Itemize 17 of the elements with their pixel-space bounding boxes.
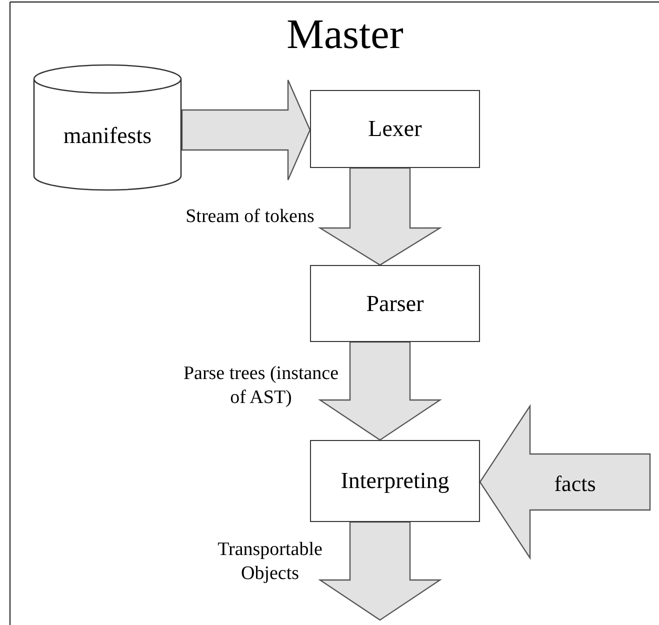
block-arrow <box>479 404 651 560</box>
edge-label: facts <box>553 470 597 498</box>
block-arrow <box>318 521 442 621</box>
block-arrow <box>318 341 442 441</box>
node-label: Interpreting <box>340 468 450 494</box>
block-arrow <box>181 79 311 181</box>
edge-label: Stream of tokens <box>184 205 316 229</box>
process-box <box>310 90 480 168</box>
title: Master <box>286 12 404 58</box>
node-label: Lexer <box>368 116 422 142</box>
edge-label: Parse trees (instance of AST) <box>182 362 340 410</box>
node-label: Parser <box>366 290 424 316</box>
process-box <box>310 440 480 522</box>
block-arrow <box>318 167 442 266</box>
node-label: manifests <box>63 122 152 148</box>
edge-label: Transportable Objects <box>216 538 324 586</box>
process-box <box>310 265 480 342</box>
